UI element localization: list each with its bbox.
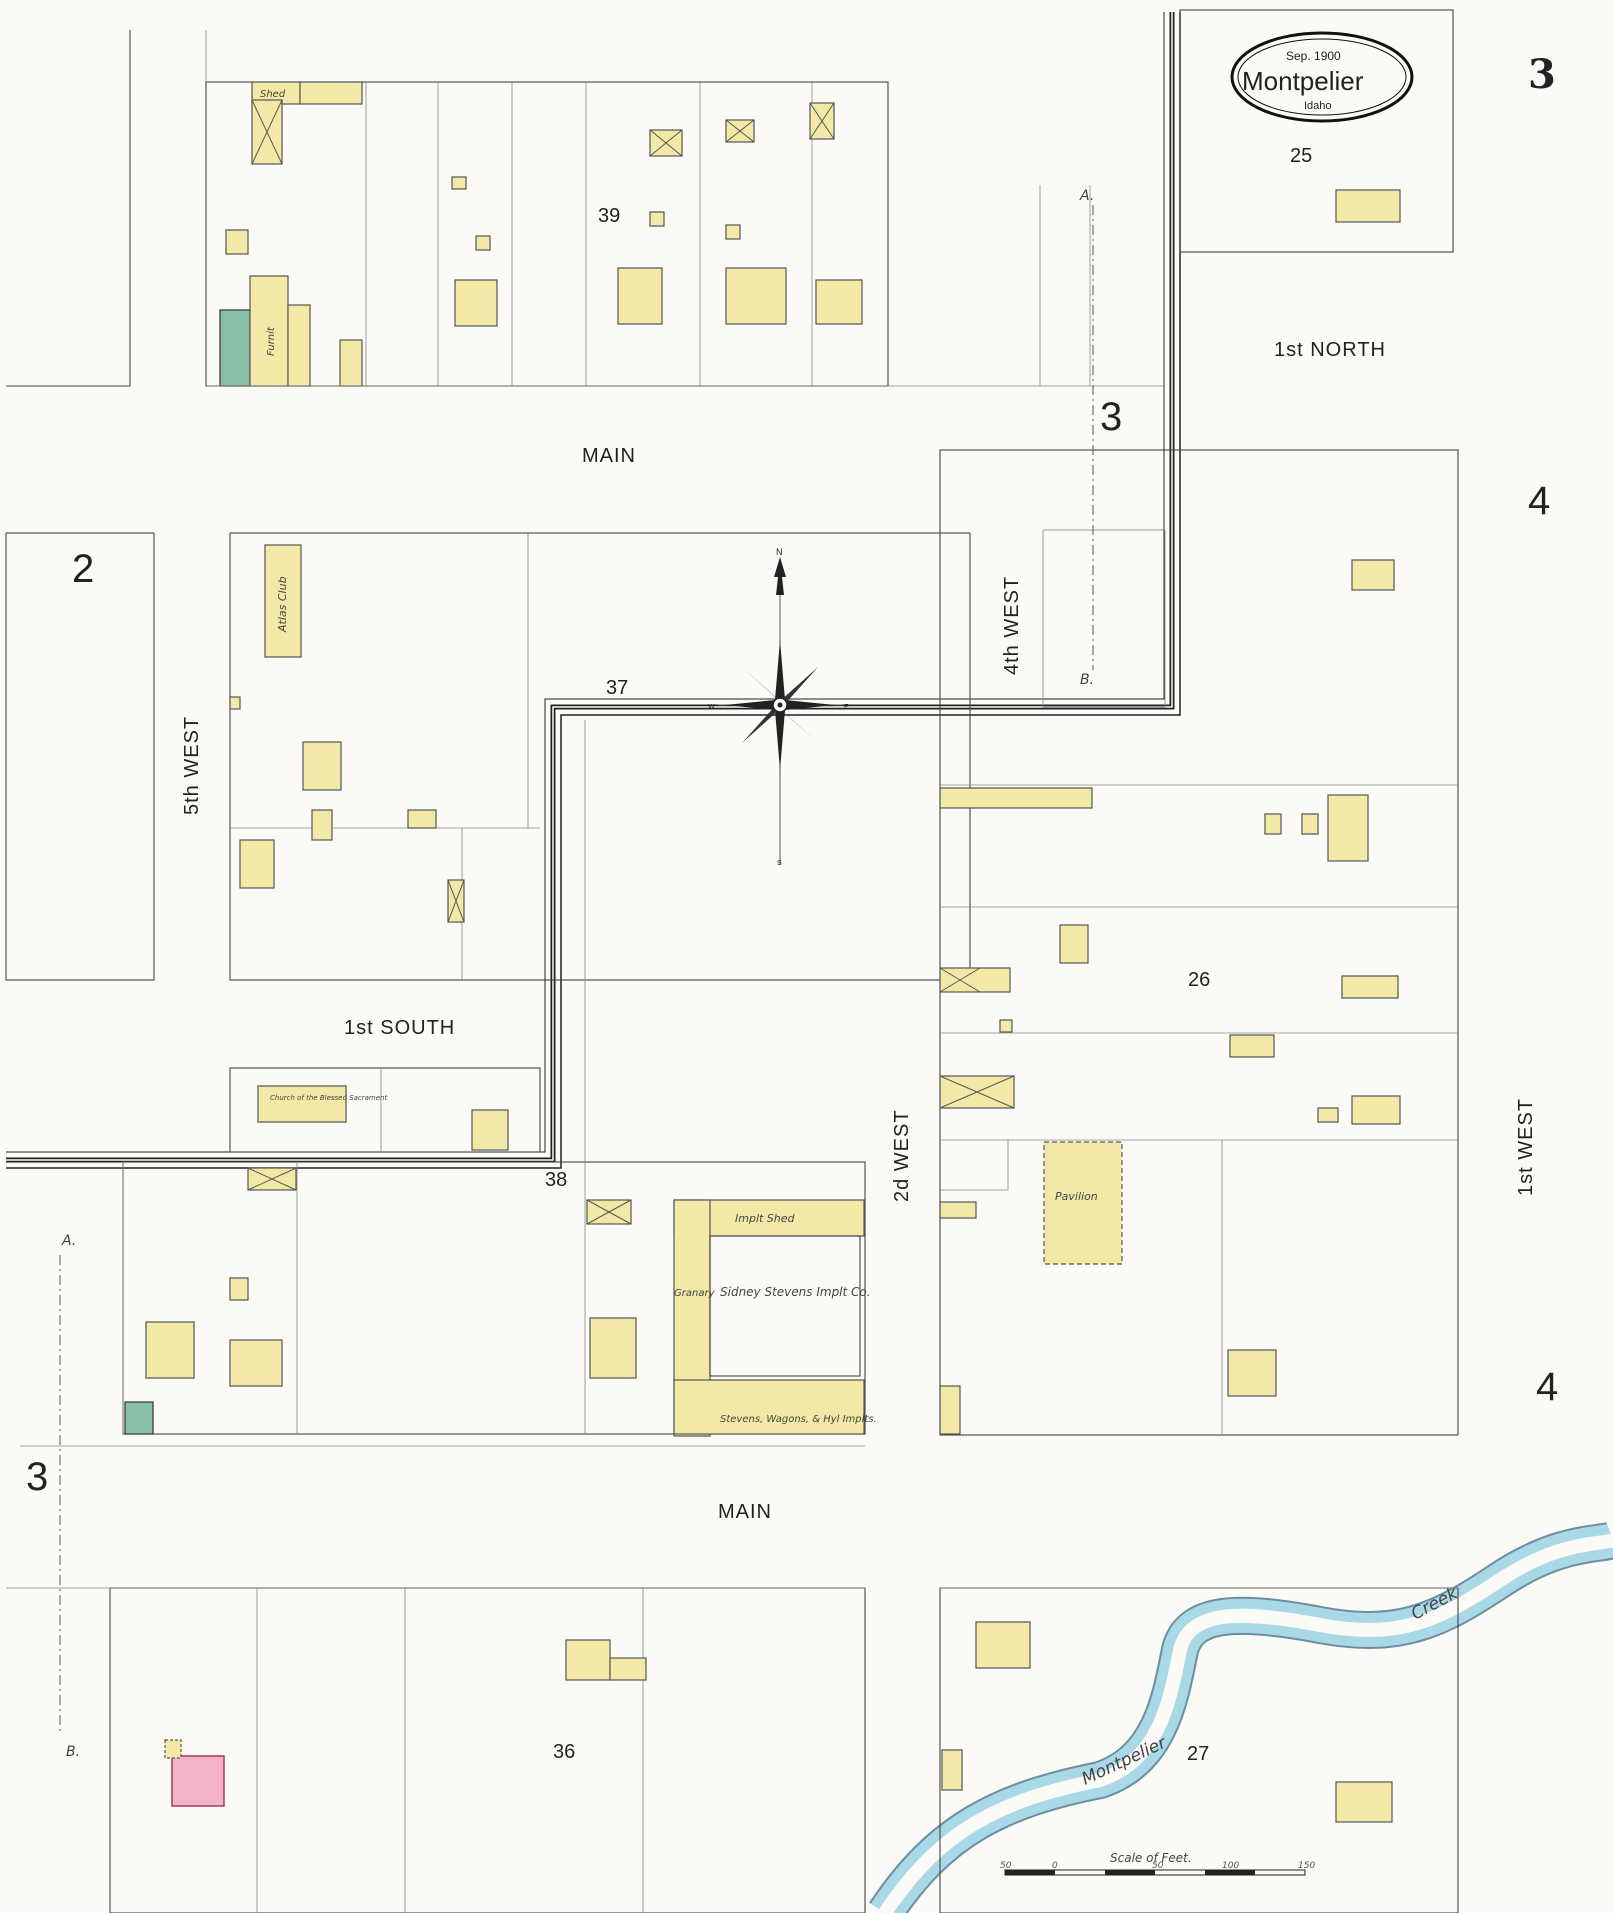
scale-of-feet: Scale of Feet. 50 0 50 100 150 [1000,1851,1315,1876]
block-number-39: 39 [598,205,620,227]
street-main-lower: MAIN [718,1501,772,1523]
adjoining-sheet-east-lower: 4 [1536,1365,1558,1409]
block-number-26: 26 [1188,969,1210,991]
title-cartouche: Sep. 1900 Montpelier Idaho [1230,31,1414,123]
lot-number-ticks [20,385,1458,1589]
scale-tick-2: 50 [1152,1861,1164,1871]
brick-building [171,1755,225,1807]
street-1st-north: 1st NORTH [1274,339,1386,361]
cartouche-date: Sep. 1900 [1286,49,1341,63]
furnit-label: Furnit [266,326,277,356]
compass-west-label: W [708,704,715,711]
street-2d-west: 2d WEST [891,1109,913,1202]
atlas-club-label: Atlas Club [276,576,289,633]
scale-tick-4: 150 [1298,1861,1315,1871]
block-number-36: 36 [553,1741,575,1763]
sidney-stevens-label: Sidney Stevens Implt Co. [720,1285,871,1299]
section-marker-b-top: B. [1080,672,1094,688]
street-5th-west: 5th WEST [181,716,203,815]
section-marker-a-left: A. [61,1233,76,1249]
compass-south-label: S [777,860,782,867]
compass-rose: N S E W [708,547,849,867]
adjoining-sheet-center: 3 [1100,395,1122,439]
cartouche-city: Montpelier [1242,66,1364,96]
street-1st-west: 1st WEST [1515,1098,1537,1196]
scale-label: Scale of Feet. [1110,1851,1192,1865]
adjoining-sheet-west-lower: 3 [26,1455,48,1499]
scale-tick-3: 100 [1222,1861,1239,1871]
street-1st-south: 1st SOUTH [344,1017,455,1039]
street-4th-west: 4th WEST [1001,576,1023,675]
compass-east-label: E [844,704,849,711]
block-36-outline [109,1587,866,1913]
street-main-upper: MAIN [582,445,636,467]
stevens-wagons-label: Stevens, Wagons, & Hyl Implts. [720,1414,877,1425]
block-37-outline [229,532,971,981]
block-26-outline [939,449,1459,1436]
church-building [257,1085,347,1123]
pavilion-label: Pavilion [1055,1190,1098,1203]
scale-tick-1: 0 [1052,1861,1058,1871]
special-building-green [219,309,251,387]
scale-tick-0: 50 [1000,1861,1012,1871]
block-number-37: 37 [606,677,628,699]
section-marker-b-left: B. [66,1744,80,1760]
block-number-25: 25 [1290,145,1312,167]
section-marker-a-top: A. [1079,188,1094,204]
cartouche-state: Idaho [1304,100,1332,112]
adjoining-sheet-west-upper: 2 [72,547,94,591]
pavilion-building [1043,1141,1123,1265]
stevens-wagons-building [673,1379,865,1435]
granary-label: Granary [674,1288,716,1299]
block-number-38: 38 [545,1169,567,1191]
sheet-number: 3 [1528,51,1556,98]
implt-shed-label: Implt Shed [735,1212,796,1225]
compass-north-label: N [776,547,783,557]
block-number-27: 27 [1187,1743,1209,1765]
church-label: Church of the Blessed Sacrament [270,1094,387,1102]
atlas-club-building [264,544,302,658]
block-25-outline [1179,9,1454,253]
adjoining-sheet-east-upper: 4 [1528,479,1550,523]
shed-label: Shed [260,89,286,100]
